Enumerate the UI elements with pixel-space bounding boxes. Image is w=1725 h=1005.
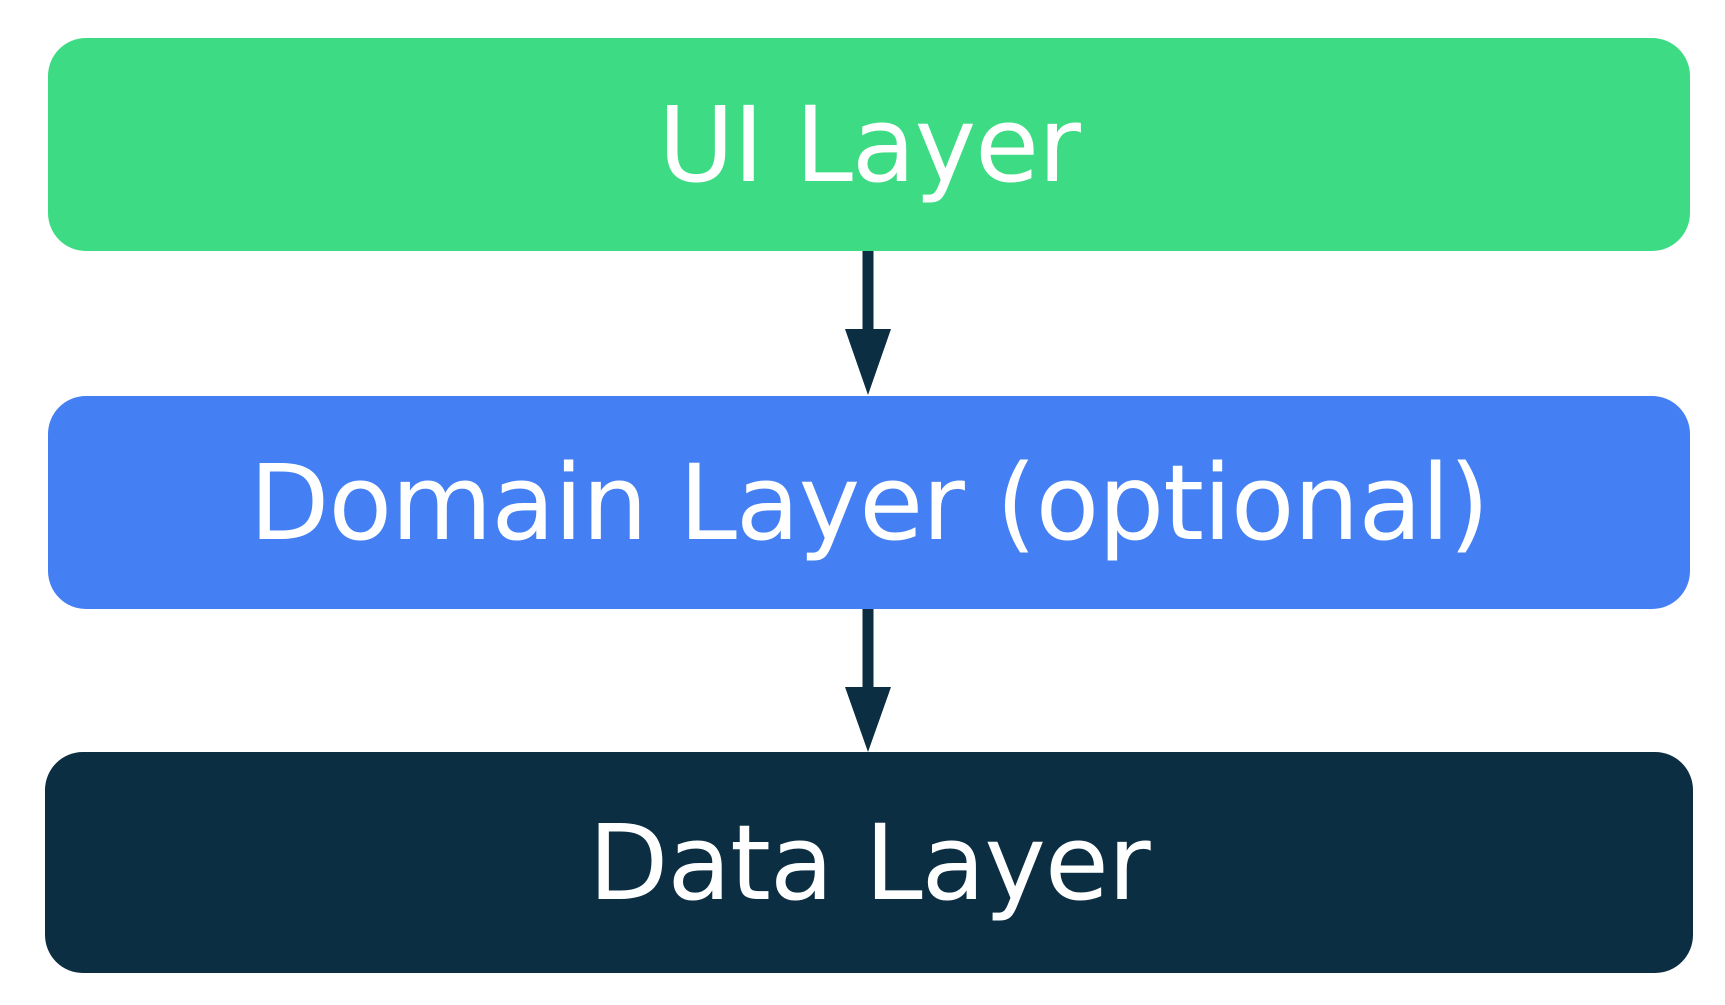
arrow-domain-to-data-head: [845, 687, 891, 752]
ui-layer-box: UI Layer: [48, 38, 1690, 251]
data-layer-label: Data Layer: [588, 801, 1150, 924]
arrow-domain-to-data: [845, 609, 891, 752]
domain-layer-label: Domain Layer (optional): [249, 441, 1489, 564]
domain-layer-box: Domain Layer (optional): [48, 396, 1690, 609]
arrow-ui-to-domain-head: [845, 329, 891, 395]
arrow-ui-to-domain: [845, 251, 891, 395]
ui-layer-label: UI Layer: [658, 83, 1081, 206]
data-layer-box: Data Layer: [45, 752, 1693, 973]
